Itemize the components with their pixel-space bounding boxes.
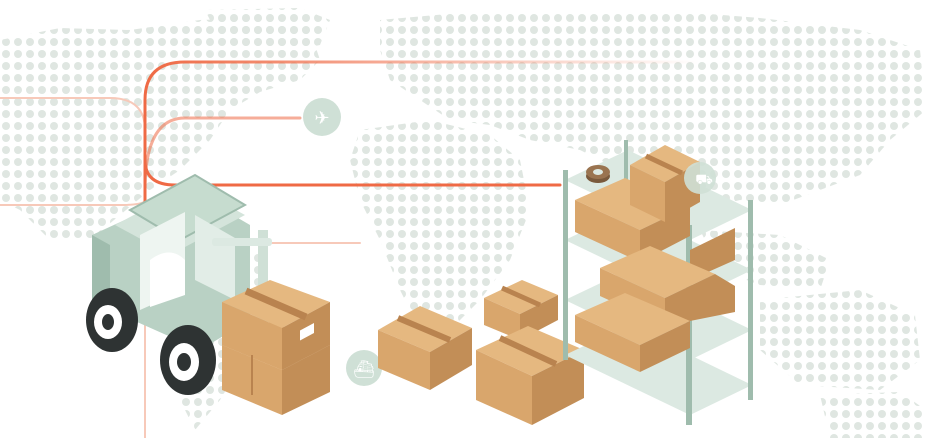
floor-boxes [378, 280, 584, 425]
ship-icon: ⛴ [353, 360, 375, 380]
forklift [86, 173, 272, 395]
truck-badge: ⛟ [684, 162, 716, 194]
dotted-world-map [0, 8, 926, 438]
shelving-unit [563, 140, 753, 425]
plane-icon: ✈ [314, 108, 329, 129]
truck-icon: ⛟ [695, 172, 713, 188]
forklift-boxes [222, 280, 330, 415]
route-lines [0, 60, 702, 438]
ship-badge: ⛴ [346, 350, 382, 386]
plane-badge: ✈ [303, 98, 341, 136]
